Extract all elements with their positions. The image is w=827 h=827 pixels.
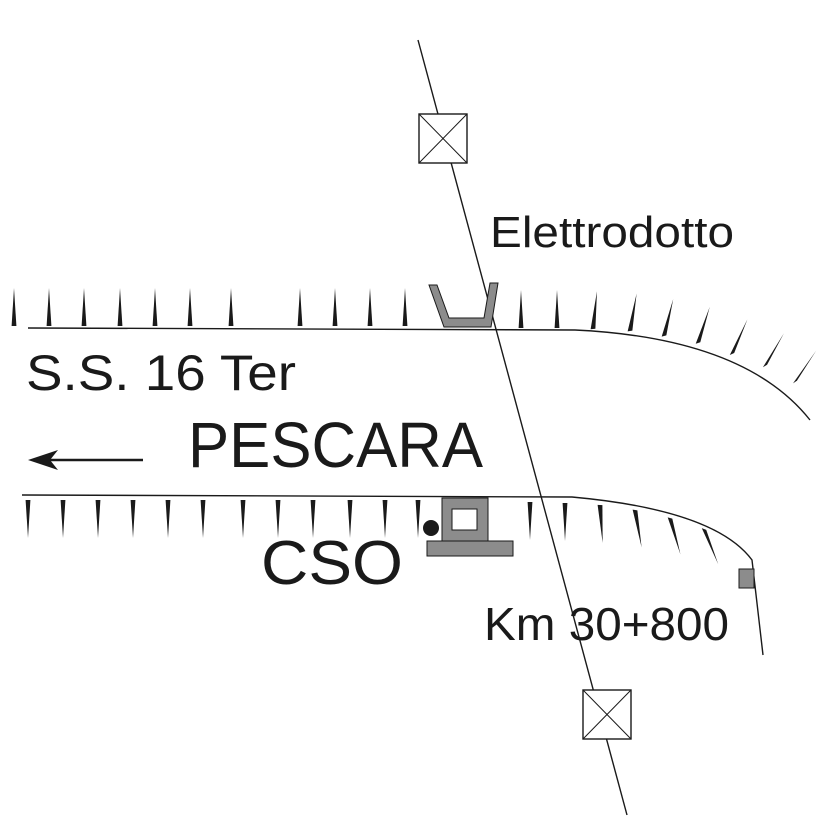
embankment-tick	[347, 500, 353, 538]
embankment-tick	[275, 500, 281, 538]
kilometer-label: Km 30+800	[484, 598, 729, 650]
embankment-tick	[95, 500, 101, 538]
embankment-tick	[627, 293, 637, 332]
embankment-ticks-top	[11, 288, 817, 384]
embankment-tick	[597, 504, 603, 543]
embankment-tick	[554, 290, 560, 328]
embankment-tick	[701, 528, 719, 565]
embankment-tick	[81, 288, 87, 326]
embankment-tick	[46, 288, 52, 326]
pylon-top-icon	[418, 113, 468, 164]
embankment-tick	[367, 288, 373, 326]
road-name-label: S.S. 16 Ter	[26, 345, 296, 401]
embankment-tick	[729, 319, 748, 355]
power-line-label: Elettrodotto	[490, 208, 734, 257]
embankment-tick	[382, 500, 388, 538]
embankment-tick	[793, 350, 817, 384]
embankment-ticks-bottom	[25, 500, 719, 565]
embankment-tick	[402, 288, 408, 326]
embankment-tick	[667, 517, 681, 555]
embankment-tick	[117, 288, 123, 326]
embankment-tick	[297, 288, 303, 326]
embankment-tick	[762, 333, 784, 368]
embankment-tick	[25, 500, 31, 538]
embankment-tick	[632, 509, 642, 548]
power-line	[417, 39, 628, 816]
station-building-icon	[426, 497, 514, 557]
embankment-tick	[152, 288, 158, 326]
embankment-tick	[200, 500, 206, 538]
embankment-tick	[310, 500, 316, 538]
embankment-tick	[590, 291, 597, 330]
embankment-tick	[228, 288, 234, 326]
station-point-icon	[423, 520, 439, 536]
embankment-tick	[60, 500, 66, 538]
road-edge-bottom	[21, 494, 764, 656]
embankment-tick	[130, 500, 136, 538]
embankment-tick	[695, 306, 710, 344]
embankment-tick	[11, 288, 17, 326]
embankment-tick	[661, 299, 674, 337]
destination-label: PESCARA	[188, 409, 483, 481]
channel-icon	[428, 282, 499, 328]
embankment-tick	[518, 290, 524, 328]
embankment-tick	[187, 288, 193, 326]
embankment-tick	[240, 500, 246, 538]
pylon-bottom-icon	[582, 689, 632, 740]
km-marker-icon	[738, 568, 755, 589]
station-label: CSO	[261, 529, 403, 598]
embankment-tick	[165, 500, 171, 538]
arrow-left-icon	[28, 450, 143, 470]
embankment-tick	[562, 503, 568, 541]
embankment-tick	[527, 502, 533, 540]
embankment-tick	[332, 288, 338, 326]
embankment-tick	[415, 500, 421, 538]
road-edge-top	[27, 327, 811, 421]
